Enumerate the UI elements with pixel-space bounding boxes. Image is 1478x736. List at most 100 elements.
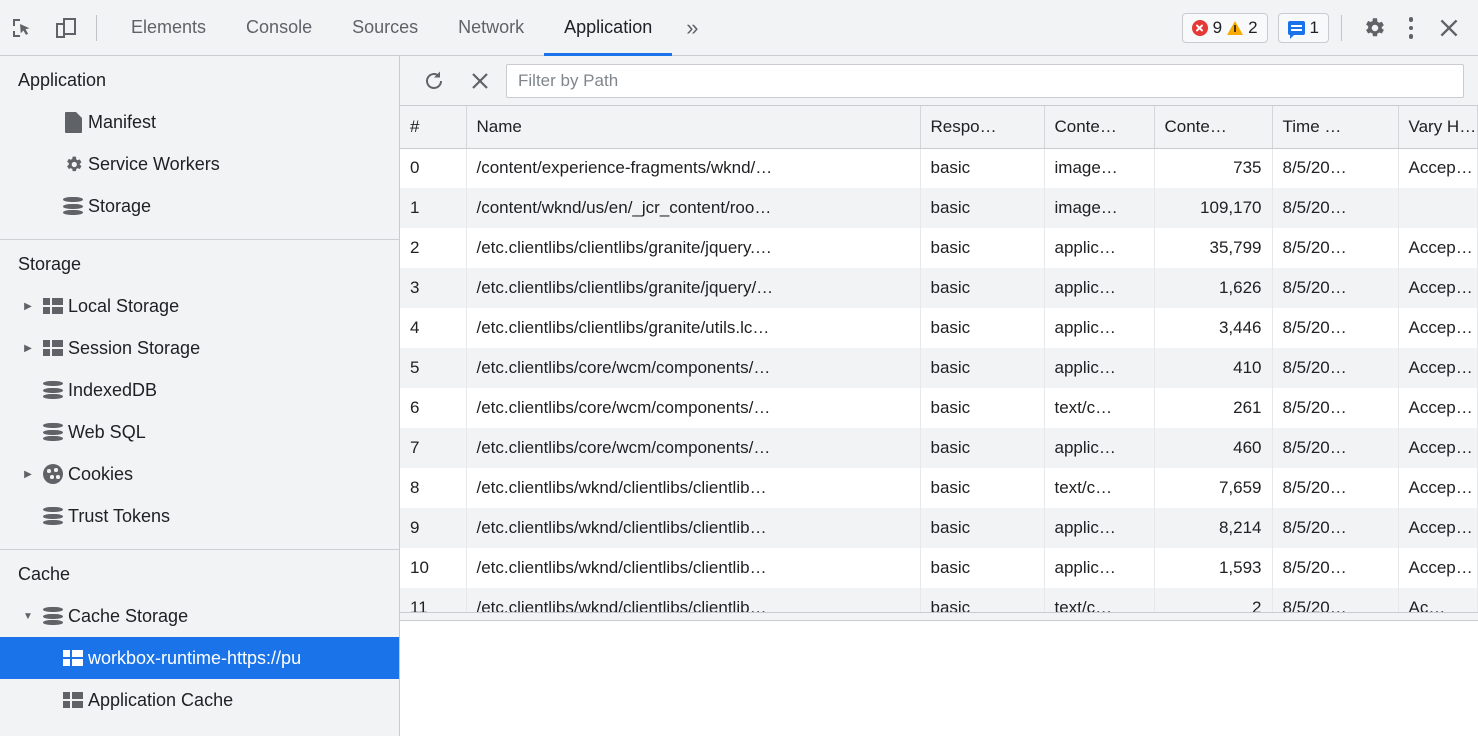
cell-ctype: image… xyxy=(1044,188,1155,228)
cell-vary: Accep… xyxy=(1398,228,1478,268)
tab-elements[interactable]: Elements xyxy=(131,17,207,37)
table-row[interactable]: 9/etc.clientlibs/wknd/clientlibs/clientl… xyxy=(400,508,1478,548)
device-toolbar-icon[interactable] xyxy=(44,6,88,50)
tab-console[interactable]: Console xyxy=(246,17,313,37)
gear-icon[interactable] xyxy=(1354,8,1394,48)
table-row[interactable]: 1/content/wknd/us/en/_jcr_content/roo…ba… xyxy=(400,188,1478,228)
tabs-overflow-icon[interactable]: » xyxy=(686,14,699,40)
sidebar-item-label: Session Storage xyxy=(68,337,201,358)
cell-ctype: text/c… xyxy=(1044,468,1155,508)
table-row[interactable]: 5/etc.clientlibs/core/wcm/components/…ba… xyxy=(400,348,1478,388)
column-header-name[interactable]: Name xyxy=(466,106,921,149)
close-icon[interactable] xyxy=(1428,8,1470,48)
sidebar-section-application: Application ▶ Manifest ▶ Service Workers… xyxy=(0,56,399,239)
table-row[interactable]: 7/etc.clientlibs/core/wcm/components/…ba… xyxy=(400,428,1478,468)
column-header-time-cached[interactable]: Time … xyxy=(1272,106,1399,149)
table-row[interactable]: 0/content/experience-fragments/wknd/…bas… xyxy=(400,148,1478,188)
refresh-icon[interactable] xyxy=(414,62,454,100)
grid-icon xyxy=(58,650,88,666)
cell-resp: basic xyxy=(920,188,1045,228)
sidebar-item-label: Cache Storage xyxy=(68,605,189,626)
cell-idx: 3 xyxy=(400,268,467,308)
chevron-down-icon[interactable]: ▼ xyxy=(23,610,33,622)
sidebar-item-trust-tokens[interactable]: ▶ Trust Tokens xyxy=(0,495,399,537)
table-row[interactable]: 11/etc.clientlibs/wknd/clientlibs/client… xyxy=(400,588,1478,612)
cell-idx: 6 xyxy=(400,388,467,428)
cell-idx: 9 xyxy=(400,508,467,548)
inspect-element-icon[interactable] xyxy=(0,6,44,50)
sidebar-item-workbox-runtime-cache[interactable]: workbox-runtime-https://pu xyxy=(0,637,399,679)
cell-resp: basic xyxy=(920,588,1045,612)
table-row[interactable]: 6/etc.clientlibs/core/wcm/components/…ba… xyxy=(400,388,1478,428)
table-row[interactable]: 8/etc.clientlibs/wknd/clientlibs/clientl… xyxy=(400,468,1478,508)
cell-vary: Accep… xyxy=(1398,308,1478,348)
table-row[interactable]: 10/etc.clientlibs/wknd/clientlibs/client… xyxy=(400,548,1478,588)
sidebar-item-manifest[interactable]: ▶ Manifest xyxy=(0,101,399,143)
cell-clen: 460 xyxy=(1154,428,1273,468)
toolbar-divider xyxy=(96,14,97,41)
cell-vary: Ac… xyxy=(1398,588,1478,612)
cell-ctype: applic… xyxy=(1044,548,1155,588)
table-row[interactable]: 2/etc.clientlibs/clientlibs/granite/jque… xyxy=(400,228,1478,268)
application-sidebar: Application ▶ Manifest ▶ Service Workers… xyxy=(0,56,400,736)
column-header-index[interactable]: # xyxy=(400,106,467,149)
sidebar-item-label: Service Workers xyxy=(88,153,220,174)
column-header-content-length[interactable]: Conte… xyxy=(1154,106,1273,149)
table-row[interactable]: 4/etc.clientlibs/clientlibs/granite/util… xyxy=(400,308,1478,348)
panel-splitter[interactable] xyxy=(400,612,1478,621)
sidebar-item-session-storage[interactable]: ▶ Session Storage xyxy=(0,327,399,369)
sidebar-section-cache: Cache ▼ Cache Storage workbox-runtime-ht… xyxy=(0,549,399,733)
sidebar-item-storage-overview[interactable]: ▶ Storage xyxy=(0,185,399,227)
cell-resp: basic xyxy=(920,268,1045,308)
cell-ctype: text/c… xyxy=(1044,588,1155,612)
cell-vary: Accep… xyxy=(1398,468,1478,508)
tab-network[interactable]: Network xyxy=(458,17,525,37)
messages-counter[interactable]: 1 xyxy=(1277,13,1329,43)
sidebar-item-cookies[interactable]: ▶ Cookies xyxy=(0,453,399,495)
cell-idx: 1 xyxy=(400,188,467,228)
tab-sources[interactable]: Sources xyxy=(352,17,419,37)
tab-application[interactable]: Application xyxy=(544,0,673,56)
delete-icon[interactable] xyxy=(460,62,500,100)
cell-clen: 2 xyxy=(1154,588,1273,612)
issues-counter[interactable]: 9 2 xyxy=(1181,13,1268,43)
cell-ctype: text/c… xyxy=(1044,388,1155,428)
table-header-row: # Name Respo… Conte… Conte… Time … Vary … xyxy=(400,106,1478,149)
cell-clen: 3,446 xyxy=(1154,308,1273,348)
toolbar-divider-2 xyxy=(1341,15,1342,41)
section-title-storage: Storage xyxy=(18,254,82,274)
table-row[interactable]: 3/etc.clientlibs/clientlibs/granite/jque… xyxy=(400,268,1478,308)
cell-resp: basic xyxy=(920,468,1045,508)
warning-icon xyxy=(1227,21,1244,35)
sidebar-item-cache-storage[interactable]: ▼ Cache Storage xyxy=(0,595,399,637)
cache-entry-preview xyxy=(400,621,1478,736)
cell-resp: basic xyxy=(920,428,1045,468)
kebab-menu-icon[interactable] xyxy=(1394,8,1428,48)
sidebar-item-web-sql[interactable]: ▶ Web SQL xyxy=(0,411,399,453)
column-header-vary-header[interactable]: Vary H… xyxy=(1398,106,1478,149)
warning-count: 2 xyxy=(1248,18,1258,37)
chevron-right-icon[interactable]: ▶ xyxy=(24,468,32,480)
sidebar-item-application-cache[interactable]: Application Cache xyxy=(0,679,399,721)
filter-by-path-input[interactable] xyxy=(506,63,1464,98)
cell-ctype: applic… xyxy=(1044,228,1155,268)
sidebar-item-label: Manifest xyxy=(88,111,157,132)
chevron-right-icon[interactable]: ▶ xyxy=(24,300,32,312)
cell-resp: basic xyxy=(920,228,1045,268)
cell-resp: basic xyxy=(920,148,1045,188)
sidebar-item-service-workers[interactable]: ▶ Service Workers xyxy=(0,143,399,185)
cell-clen: 1,626 xyxy=(1154,268,1273,308)
cell-resp: basic xyxy=(920,548,1045,588)
column-header-content-type[interactable]: Conte… xyxy=(1044,106,1155,149)
sidebar-section-storage: Storage ▶ Local Storage ▶ Session Storag… xyxy=(0,239,399,549)
sidebar-item-indexeddb[interactable]: ▶ IndexedDB xyxy=(0,369,399,411)
cell-clen: 109,170 xyxy=(1154,188,1273,228)
sidebar-item-local-storage[interactable]: ▶ Local Storage xyxy=(0,285,399,327)
cell-clen: 735 xyxy=(1154,148,1273,188)
sidebar-item-label: IndexedDB xyxy=(68,379,158,400)
column-header-response-type[interactable]: Respo… xyxy=(920,106,1045,149)
cell-idx: 7 xyxy=(400,428,467,468)
cell-clen: 35,799 xyxy=(1154,228,1273,268)
chevron-right-icon[interactable]: ▶ xyxy=(24,342,32,354)
toolbar-right-group: 9 2 1 xyxy=(1181,0,1470,56)
